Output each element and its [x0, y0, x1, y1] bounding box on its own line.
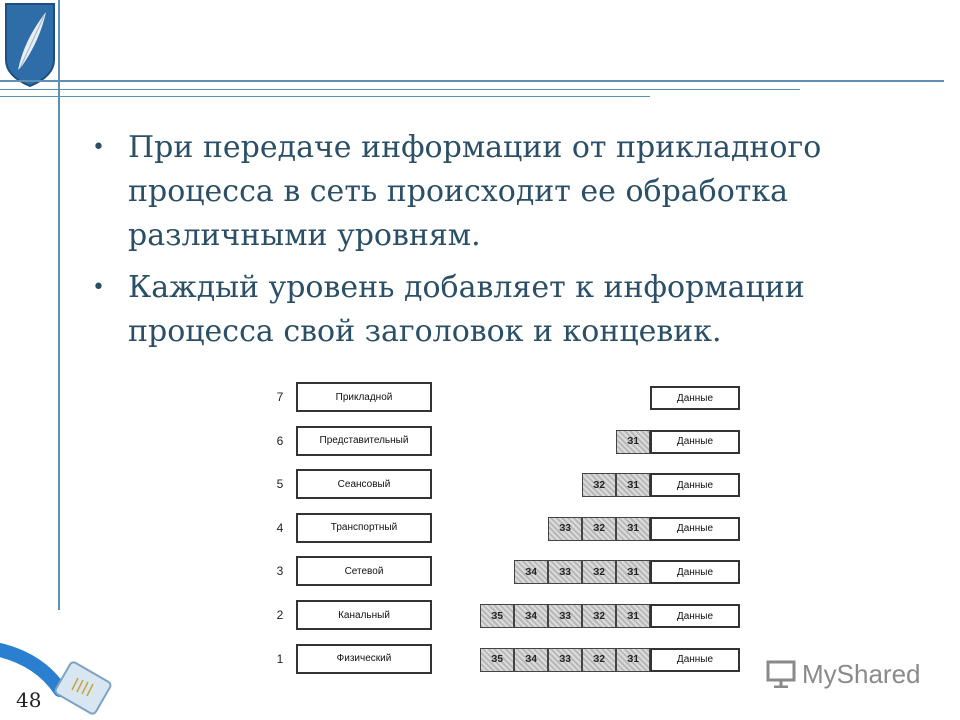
top-rule-2	[0, 89, 800, 90]
header-cell: З1	[616, 604, 650, 628]
level-number: 7	[276, 390, 284, 404]
header-cell: З5	[480, 604, 514, 628]
network-cable-icon	[0, 643, 112, 715]
data-box: Данные	[650, 516, 740, 541]
page-number: 48	[16, 688, 42, 712]
data-box: Данные	[650, 386, 740, 410]
header-cell: З4	[514, 647, 548, 672]
top-rule-3	[0, 96, 650, 97]
level-box: Канальный	[296, 600, 432, 630]
header-cell: З3	[548, 604, 582, 628]
header-cell: З1	[616, 429, 650, 454]
header-cell: З3	[548, 647, 582, 672]
data-box: Данные	[650, 429, 740, 454]
watermark: MyShared	[766, 656, 936, 692]
header-cell: З1	[616, 560, 650, 585]
data-box: Данные	[650, 473, 740, 498]
header-cell: З3	[548, 560, 582, 585]
header-cell: З1	[616, 473, 650, 498]
header-cell: З2	[582, 560, 616, 585]
bullet-item: •При передаче информации от прикладного …	[92, 130, 822, 253]
header-cell: З1	[616, 516, 650, 541]
level-number: 3	[276, 564, 284, 579]
bullet-list: •При передаче информации от прикладного …	[92, 126, 912, 362]
header-cell: З1	[616, 647, 650, 672]
header-cell: З2	[582, 647, 616, 672]
level-box: Транспортный	[296, 512, 432, 543]
data-box: Данные	[650, 560, 740, 585]
header-cell: З4	[514, 560, 548, 585]
header-cell: З2	[582, 516, 616, 541]
level-number: 6	[276, 433, 284, 448]
presentation-icon	[766, 660, 796, 688]
level-box: Представительный	[296, 425, 432, 456]
bullet-item: •Каждый уровень добавляет к информации п…	[92, 270, 805, 349]
header-cell: З5	[480, 647, 514, 672]
top-rule	[0, 80, 944, 82]
level-number: 1	[276, 651, 284, 666]
data-box: Данные	[650, 647, 740, 672]
watermark-text: MyShared	[802, 658, 921, 689]
level-number: 4	[276, 520, 284, 535]
header-cell: З4	[514, 604, 548, 628]
level-number: 5	[276, 477, 284, 492]
header-cell: З2	[582, 473, 616, 498]
left-rule	[58, 0, 60, 610]
level-number: 2	[276, 608, 284, 622]
level-box: Прикладной	[296, 382, 432, 412]
level-box: Сеансовый	[296, 469, 432, 500]
header-cell: З3	[548, 516, 582, 541]
level-box: Физический	[296, 643, 432, 674]
data-box: Данные	[650, 604, 740, 628]
level-box: Сетевой	[296, 556, 432, 587]
header-cell: З2	[582, 604, 616, 628]
feather-shield-logo	[5, 3, 55, 88]
